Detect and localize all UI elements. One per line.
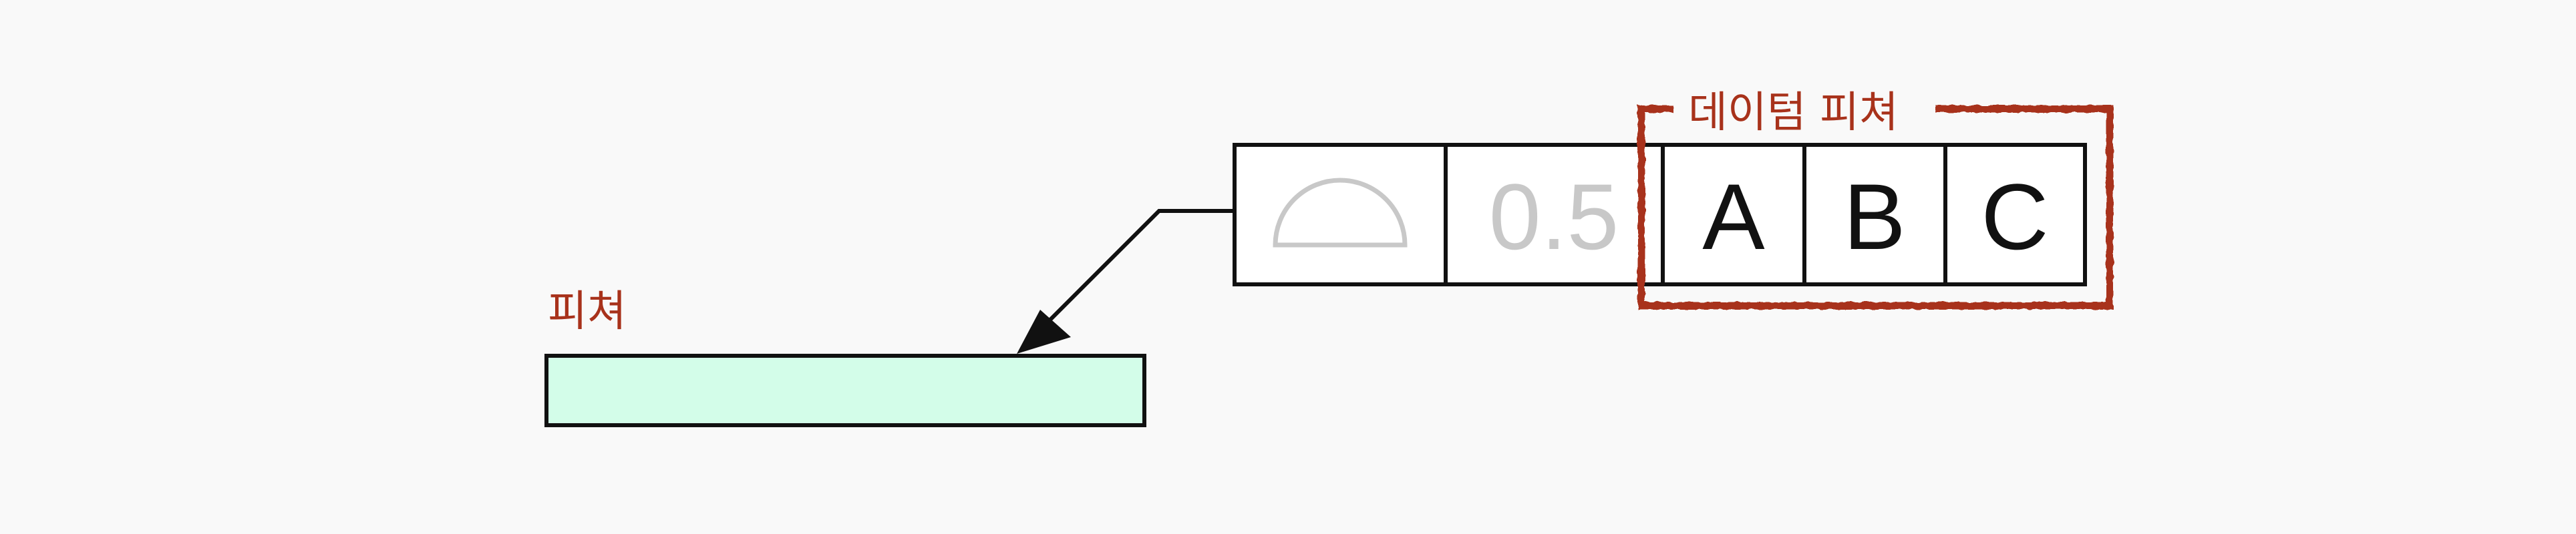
datum-reference-b: B [1843,164,1905,269]
profile-of-a-surface-icon [1273,178,1408,248]
leader-line [1044,209,1235,326]
datum-reference-a: A [1702,164,1765,269]
datum-reference-c: C [1981,164,2048,269]
leader-arrowhead [1017,310,1071,354]
feature-block [544,354,1146,427]
frame-outline [1233,143,2087,286]
datum-feature-highlight [1637,105,2114,310]
tolerance-value: 0.5 [1489,164,1619,269]
datum-feature-label: 데이텀 피쳐 [1688,88,1899,138]
feature-label: 피쳐 [548,287,627,336]
feature-control-frame: 0.5 A B C [1233,143,2087,286]
